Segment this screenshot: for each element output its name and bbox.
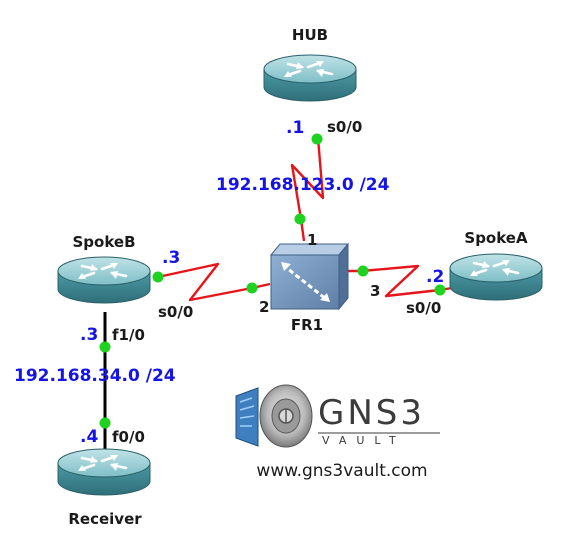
connector-dot	[99, 417, 111, 429]
network-label-frame-relay: 192.168.123.0 /24	[216, 175, 390, 195]
fr-port-spoke-b: 2	[259, 298, 269, 316]
connector-dot	[294, 213, 306, 225]
connector-dot	[99, 341, 111, 353]
spoke-b-serial-ip-suffix: .3	[162, 248, 180, 268]
spoke-a-interface-label: s0/0	[406, 299, 441, 317]
receiver-ip-suffix: .4	[80, 427, 98, 447]
spoke-b-name: SpokeB	[72, 233, 135, 251]
logo-url[interactable]: www.gns3vault.com	[256, 461, 427, 481]
hub-interface-label: s0/0	[327, 118, 362, 136]
serial-link-spoke-b	[157, 262, 271, 302]
frame-relay-name: FR1	[291, 316, 323, 334]
vault-door-icon	[235, 384, 313, 448]
receiver-name: Receiver	[68, 510, 142, 528]
router-spoke-b[interactable]	[56, 255, 152, 305]
connector-dots	[99, 133, 446, 429]
hub-name: HUB	[292, 26, 328, 44]
spoke-b-fast-ip-suffix: .3	[80, 325, 98, 345]
serial-link-hub	[290, 137, 325, 242]
connector-dot	[357, 265, 369, 277]
logo-brand: GNS3	[318, 393, 425, 433]
spoke-b-fast-interface-label: f1/0	[112, 326, 145, 344]
logo-sub: VAULT	[322, 434, 406, 447]
connector-dot	[246, 282, 258, 294]
fr-port-spoke-a: 3	[370, 282, 380, 300]
connector-dot	[311, 133, 323, 145]
spoke-b-serial-interface-label: s0/0	[158, 303, 193, 321]
network-label-lan: 192.168.34.0 /24	[14, 366, 176, 386]
hub-ip-suffix: .1	[286, 118, 304, 138]
spoke-a-name: SpokeA	[464, 229, 528, 247]
fr-port-hub: 1	[307, 231, 317, 249]
connector-dot	[152, 271, 164, 283]
frame-relay-switch[interactable]	[269, 242, 350, 311]
connector-dot	[434, 284, 446, 296]
router-receiver[interactable]	[56, 447, 152, 497]
switch-arrow-icon	[281, 262, 330, 302]
gns3-vault-logo: GNS3 VAULT www.gns3vault.com	[235, 384, 440, 481]
spoke-a-ip-suffix: .2	[426, 267, 444, 287]
router-hub[interactable]	[262, 53, 358, 103]
receiver-interface-label: f0/0	[112, 428, 145, 446]
router-spoke-a[interactable]	[448, 252, 544, 302]
